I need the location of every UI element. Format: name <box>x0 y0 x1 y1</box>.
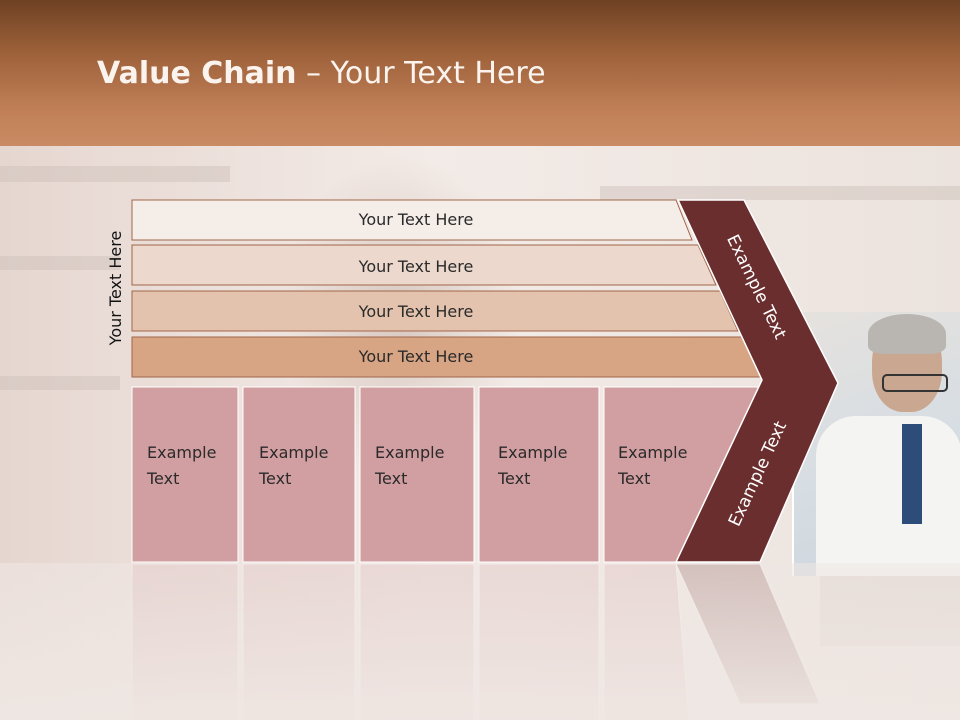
bar-2[interactable]: Your Text Here <box>131 244 717 286</box>
bar-3[interactable]: Your Text Here <box>131 290 739 332</box>
slide-title[interactable]: Value Chain – Your Text Here <box>97 56 546 92</box>
activity-box-4-shape <box>478 386 600 563</box>
activity-box-5-line1: Example <box>618 443 687 462</box>
bar-2-shape <box>131 244 717 286</box>
bar-1[interactable]: Your Text Here <box>131 199 693 241</box>
title-banner: Value Chain – Your Text Here <box>0 0 960 146</box>
bar-3-shape <box>131 290 739 332</box>
activity-box-2-line1: Example <box>259 443 328 462</box>
activity-box-5[interactable]: Example Text <box>603 386 761 563</box>
activity-box-1[interactable]: Example Text <box>131 386 239 563</box>
title-rest: – Your Text Here <box>296 56 546 91</box>
activity-box-4[interactable]: Example Text <box>478 386 600 563</box>
activity-box-5-line2: Text <box>617 469 650 488</box>
margin-chevron-shape <box>674 199 839 563</box>
activity-box-3-line2: Text <box>374 469 407 488</box>
activity-box-1-line2: Text <box>146 469 179 488</box>
bar-1-shape <box>131 199 693 241</box>
activity-box-2-line2: Text <box>258 469 291 488</box>
activity-box-4-line2: Text <box>497 469 530 488</box>
bar-1-label: Your Text Here <box>358 210 474 229</box>
bar-2-label: Your Text Here <box>358 257 474 276</box>
bar-4-label: Your Text Here <box>358 347 474 366</box>
title-bold: Value Chain <box>97 56 297 91</box>
activity-box-2-shape <box>242 386 356 563</box>
bar-4[interactable]: Your Text Here <box>131 336 763 378</box>
reflection-fade <box>0 563 960 720</box>
activity-box-3[interactable]: Example Text <box>359 386 475 563</box>
bar-3-label: Your Text Here <box>358 302 474 321</box>
activity-box-1-shape <box>131 386 239 563</box>
activity-box-2[interactable]: Example Text <box>242 386 356 563</box>
activity-box-1-line1: Example <box>147 443 216 462</box>
activity-box-3-shape <box>359 386 475 563</box>
activity-box-4-line1: Example <box>498 443 567 462</box>
activity-box-3-line1: Example <box>375 443 444 462</box>
vertical-label[interactable]: Your Text Here <box>106 231 125 347</box>
